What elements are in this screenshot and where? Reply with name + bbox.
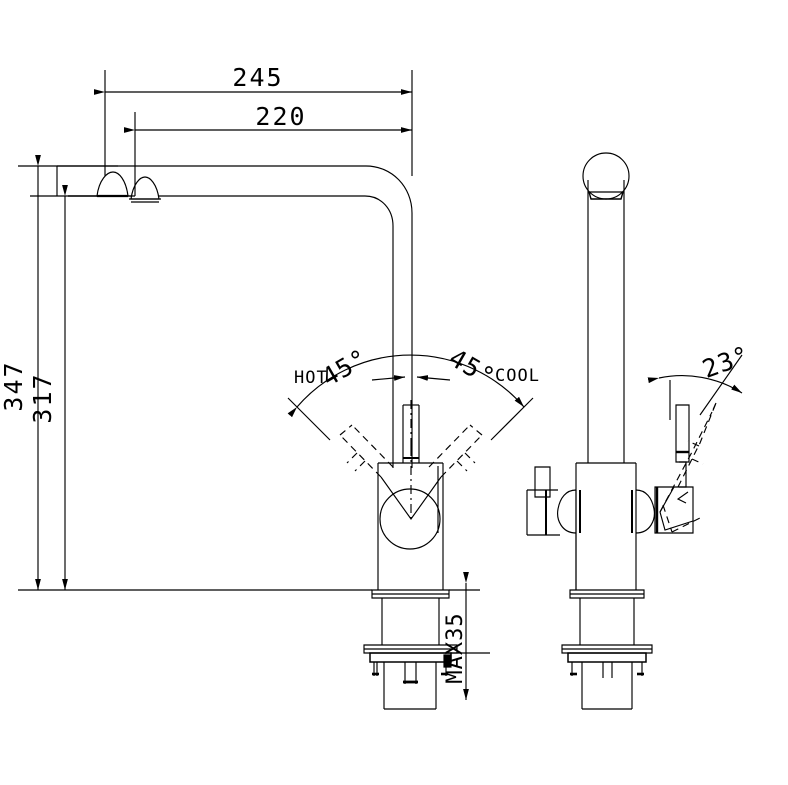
dimension-max35 [449,572,490,700]
dimension-220 [124,112,412,196]
side-view-deck-mount [561,589,653,710]
side-view-spout [582,152,630,463]
spout-aerator-detail [68,171,161,203]
label-hot: HOT [294,368,328,388]
dimension-245 [94,70,413,176]
dimension-label-317: 317 [28,372,57,423]
dimension-label-220: 220 [255,102,306,131]
side-view-handle-ghost [659,402,717,533]
dimension-label-max35: MAX35 [443,612,468,683]
side-view-body [526,404,694,590]
dimension-label-245: 245 [232,63,283,92]
side-view-angle-arc [647,354,743,420]
dimension-label-347: 347 [0,360,28,411]
front-view-hot-handle-ghost [339,424,394,478]
label-cool: COOL [495,366,540,386]
dimension-347 [18,155,372,591]
front-view-body [377,400,444,590]
front-view-cool-handle-ghost [428,424,483,478]
label-cool-angle: 45° [444,343,500,392]
front-view-angle-arc [287,354,534,441]
dimension-317 [30,185,135,590]
label-side-angle: 23° [699,340,754,384]
front-view-spout [56,165,413,463]
side-view-handle-solid-outline [659,486,694,531]
